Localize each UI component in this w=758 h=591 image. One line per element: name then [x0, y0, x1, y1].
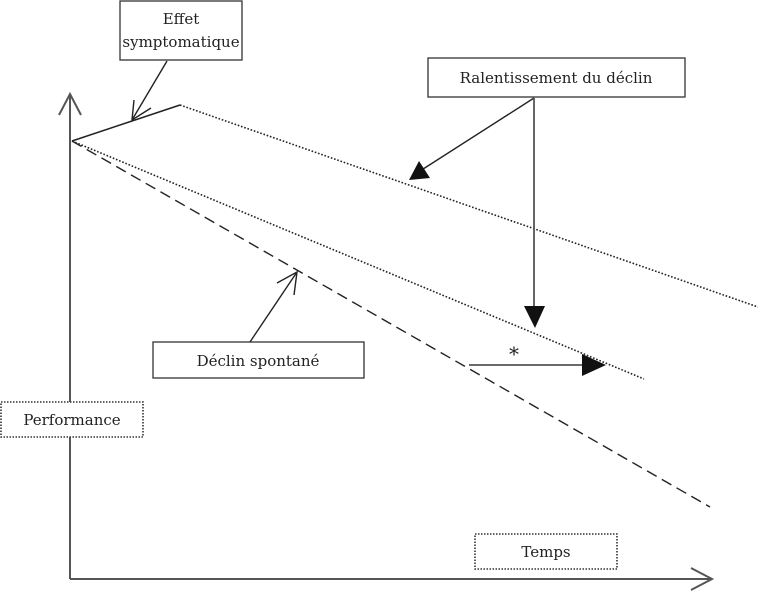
- delay-arrowhead-icon: [582, 354, 606, 376]
- spontaneous-decline-label: Déclin spontané: [197, 352, 320, 370]
- x-axis-arrowhead-icon: [690, 567, 715, 591]
- x-axis-label: Temps: [474, 533, 618, 570]
- spontaneous-decline-callout: Déclin spontané: [152, 270, 365, 379]
- spontaneous-decline-line: [71, 140, 711, 508]
- slowed-decline-box: [427, 57, 686, 98]
- lower-slowed-decline-line: [71, 140, 645, 380]
- y-axis-label: Performance: [0, 401, 144, 438]
- x-axis-label-box: [474, 533, 618, 570]
- slowed-decline-arrowhead-vertical-icon: [524, 306, 545, 328]
- symptomatic-effect-label-line2: symptomatique: [122, 33, 239, 51]
- symptomatic-improvement-line: [71, 104, 181, 142]
- spontaneous-decline-arrowhead-icon: [276, 270, 298, 296]
- slowed-decline-arrowhead-diagonal-icon: [409, 161, 430, 180]
- slowed-decline-label: Ralentissement du déclin: [460, 69, 653, 87]
- slowed-decline-callout: Ralentissement du déclin: [409, 57, 686, 328]
- y-axis-label-box: [0, 401, 144, 438]
- symptomatic-effect-label-line1: Effet: [163, 10, 200, 28]
- x-axis-label-text: Temps: [521, 543, 570, 561]
- y-axis-label-text: Performance: [23, 411, 120, 429]
- y-axis-arrowhead-icon: [58, 91, 82, 116]
- symptomatic-effect-arrowhead-icon: [131, 99, 152, 122]
- delay-asterisk: *: [509, 342, 519, 366]
- slowed-decline-pointer-diagonal: [419, 97, 535, 172]
- spontaneous-decline-pointer: [249, 271, 298, 343]
- delay-marker: *: [469, 342, 606, 376]
- upper-slowed-decline-line: [179, 104, 758, 308]
- symptomatic-effect-pointer: [131, 60, 168, 121]
- symptomatic-effect-callout: Effet symptomatique: [119, 0, 243, 122]
- spontaneous-decline-box: [152, 341, 365, 379]
- symptomatic-effect-box: [119, 0, 243, 61]
